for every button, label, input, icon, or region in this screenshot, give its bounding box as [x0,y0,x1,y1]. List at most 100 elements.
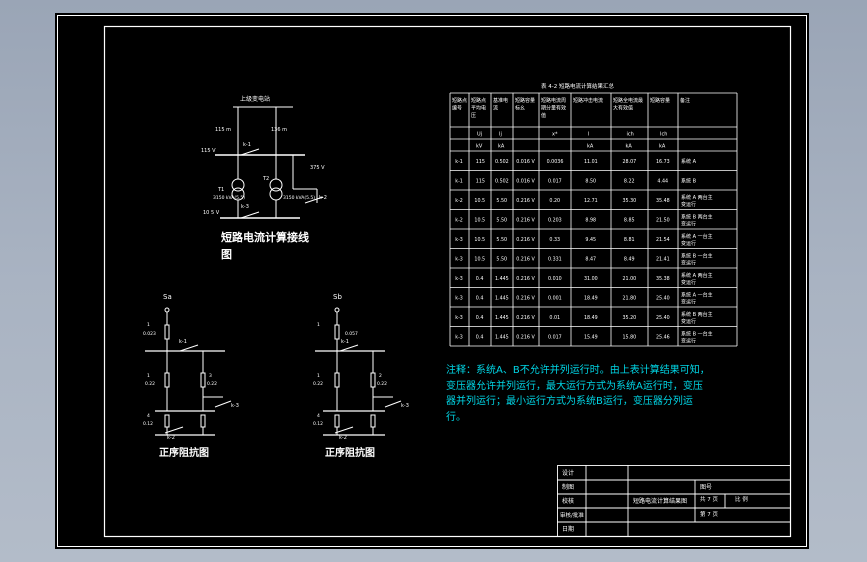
circuit-diagram: 上级变电站 115 m 136 m 115 V k-1 T1 T2 3150 k… [201,95,327,261]
svg-text:审核/批准: 审核/批准 [560,511,584,519]
svg-text:1: 1 [147,322,150,328]
sa-label: Sa [163,293,172,301]
table-cell-note: 变运行 [681,240,696,247]
svg-text:0.22: 0.22 [313,381,323,387]
svg-text:k-3: k-3 [401,403,409,409]
table-cell: 1.445 [495,315,509,321]
table-cell-note: 系统 B 两台主 [681,213,713,220]
table-unit-cell: ich [627,132,634,138]
table-cell-note: 变运行 [681,337,696,344]
table-cell: k-3 [455,256,463,262]
table-header-cell: 短路容量 [650,97,670,104]
table-unit-cell: x* [552,132,558,138]
svg-text:k-2: k-2 [167,435,175,441]
sheet-number: 第 7 页 [700,510,718,518]
svg-text:制图: 制图 [562,483,574,491]
outer-frame [57,15,807,547]
table-cell: 31.00 [584,276,598,282]
table-cell-note: 变运行 [681,220,696,227]
table-cell: 18.49 [584,295,598,301]
table-cell: 0.4 [476,334,484,340]
impedance-x4 [334,414,340,428]
table-cell: 0.017 [548,178,562,184]
table-cell: 35.48 [656,198,670,204]
table-cell-note: 系统 A 两台主 [681,194,713,201]
svg-text:4: 4 [147,413,150,419]
table-cell: 1.445 [495,276,509,282]
table-header-cell: 流 [493,105,498,112]
transformer-t2-primary [269,178,283,192]
svg-text:设计: 设计 [562,469,574,477]
svg-text:0.023: 0.023 [143,331,156,337]
svg-text:0.12: 0.12 [313,421,323,427]
table-cell: 115 [476,159,485,165]
table-cell-note: 变运行 [681,298,696,305]
svg-text:2: 2 [379,373,382,379]
table-cell: 12.71 [584,198,598,204]
svg-text:1: 1 [317,373,320,379]
table-cell: 1.445 [495,295,509,301]
svg-text:0.12: 0.12 [143,421,153,427]
table-cell: 0.20 [549,198,560,204]
note-line-2: 变压器允许并列运行，最大运行方式为系统A运行时，变压 [446,380,703,392]
left-line-label: 115 m [215,127,231,133]
table-cell: 10.5 [474,256,485,262]
table-unit-cell: I [588,132,589,138]
table-header-cell: 编号 [452,105,462,112]
table-cells: 短路点编号短路点平均电压基准电流短路容量标幺短路电流周期分量有效值短路冲击电流短… [452,97,713,344]
table-header-cell: 备注 [680,97,690,104]
table-cell: k-3 [455,334,463,340]
table-cell: k-3 [455,315,463,321]
table-cell: 15.80 [623,334,637,340]
k2-arrow [304,196,324,204]
results-table: 表 4-2 短路电流计算结果汇总 短路点编号短路点平均电压基准电流短路容量标幺短… [449,82,738,347]
table-cell: 0.016 V [516,178,535,184]
table-unit-cell: kA [498,144,505,150]
impedance-title-right: 正序阻抗图 [325,446,375,459]
svg-text:k-1: k-1 [341,339,349,345]
table-cell: k-3 [455,237,463,243]
table-header-cell: 短路容量 [515,97,535,104]
svg-text:0.22: 0.22 [145,381,155,387]
table-unit-cell: Ij [499,132,502,138]
table-cell: 21.00 [623,276,637,282]
t1-label: T1 [217,187,224,193]
table-cell-note: 系统 A 两台主 [681,272,713,279]
svg-text:0.22: 0.22 [207,381,217,387]
table-cell-note: 系统 A [681,158,697,165]
svg-text:校核: 校核 [562,497,574,505]
table-header-cell: 标幺 [515,105,525,112]
table-cell: 1.445 [495,334,509,340]
table-cell: 8.85 [624,217,635,223]
table-cell: 16.73 [656,159,670,165]
impedance-x3 [200,372,206,388]
table-cell: k-1 [455,159,463,165]
table-cell: 25.46 [656,334,670,340]
table-cell: 0.001 [548,295,562,301]
table-header-cell: 短路点 [452,97,467,104]
table-cell: 5.50 [496,198,507,204]
table-cell: 0.216 V [516,256,535,262]
table-cell: 25.40 [656,315,670,321]
impedance-x1 [334,324,340,340]
table-cell-note: 变运行 [681,201,696,208]
table-grid [449,92,738,347]
t1-rating: 3150 kVA(5.5) [213,195,245,201]
table-cell: 21.50 [656,217,670,223]
impedance-diagram-right: Sb 1 0.057 k-1 1 0.22 2 0.22 k-3 4 0.12 … [313,293,409,459]
table-cell: 10.5 [474,237,485,243]
lv-375-label: 375 V [310,165,325,171]
table-cell: 35.30 [623,198,637,204]
ratio-label: 比 例 [735,495,748,503]
circuit-title-line2: 图 [221,248,232,261]
inner-frame [103,25,792,538]
k1-label: k-1 [243,142,251,148]
table-cell: 8.49 [624,256,635,262]
table-cell: 0.216 V [516,295,535,301]
table-header-cell: 基准电 [493,97,508,104]
note-line-1: 注释：系统A、B不允许并列运行时。由上表计算结果可知， [446,365,710,376]
table-cell-note: 变运行 [681,279,696,286]
svg-text:3: 3 [209,373,212,379]
table-cell: 21.41 [656,256,670,262]
transformer-t1-primary [231,178,245,192]
